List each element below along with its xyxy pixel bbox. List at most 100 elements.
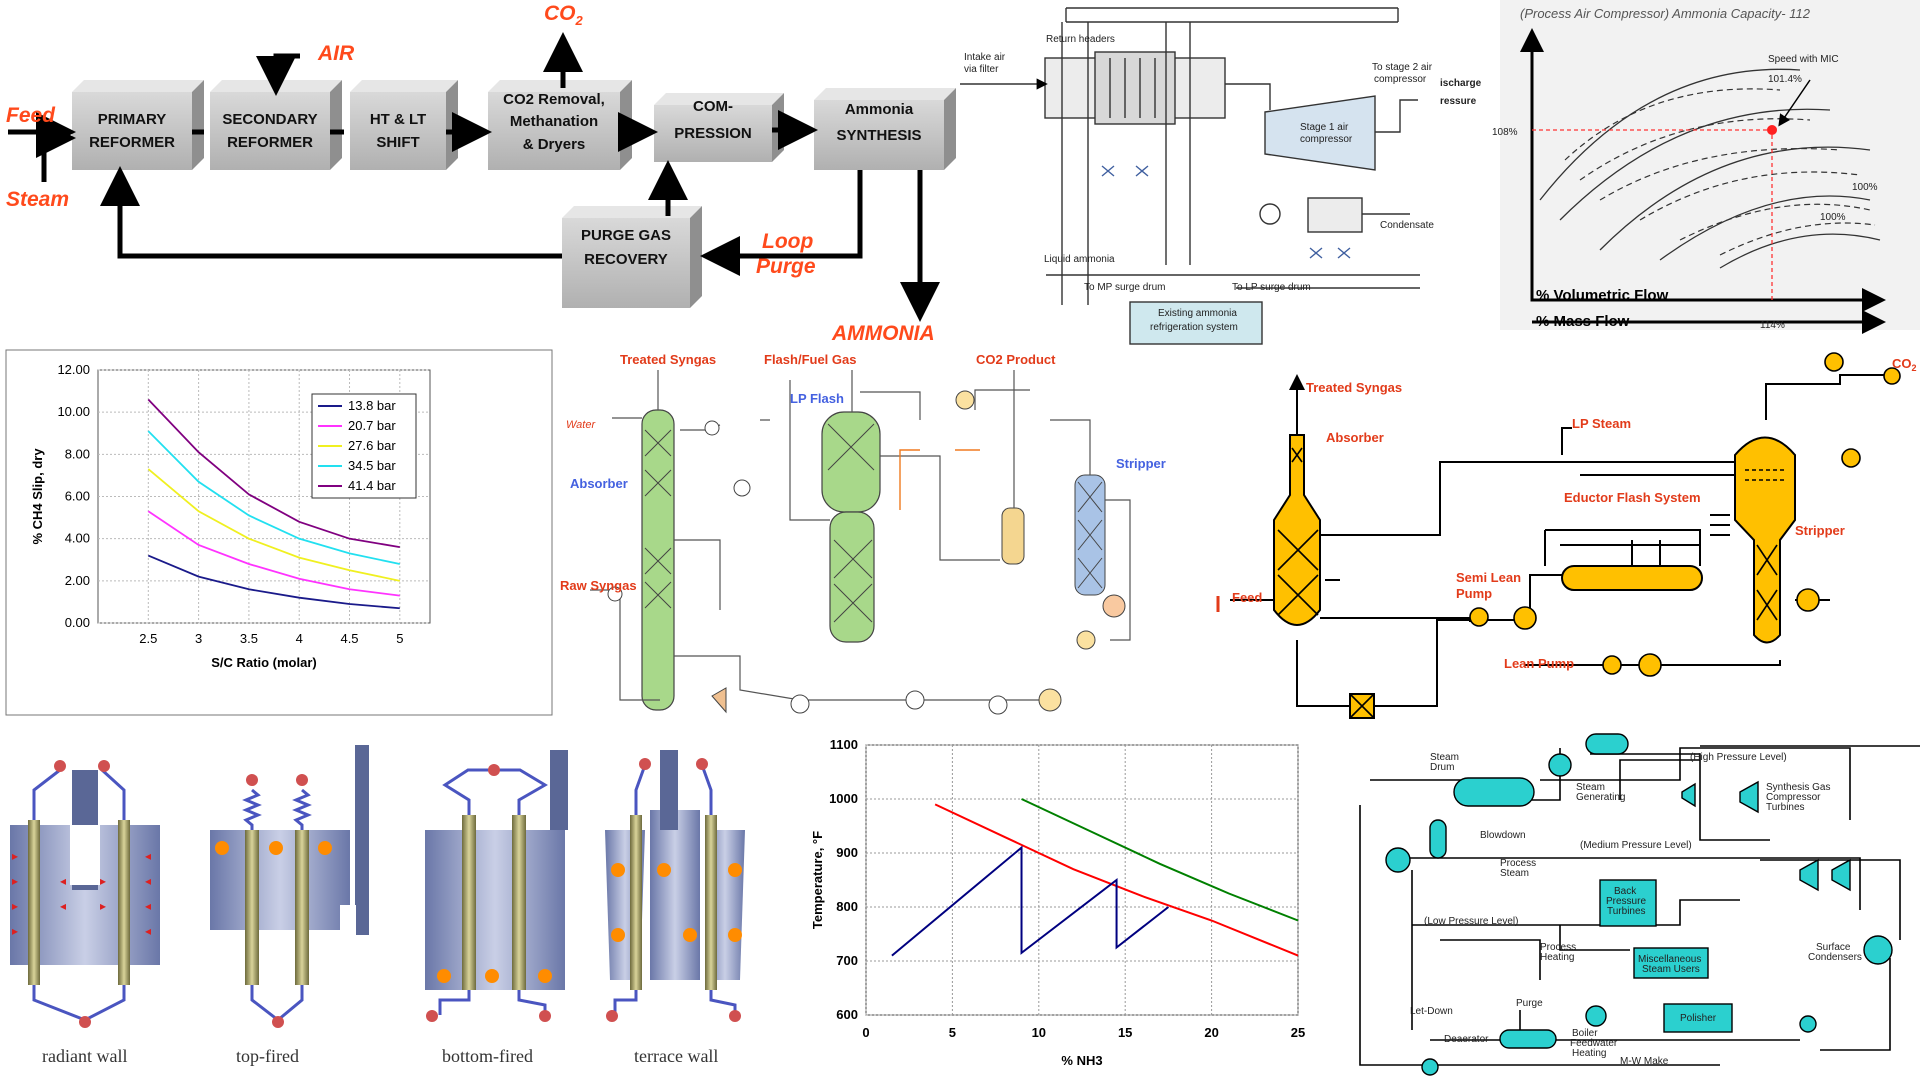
- blowdown-drum: [1429, 819, 1447, 859]
- svg-text:▸: ▸: [100, 874, 106, 888]
- slip-y-tick-label: 2.00: [65, 573, 90, 588]
- ph-label-1: Process: [1540, 942, 1576, 953]
- svg-text:◂: ◂: [145, 899, 151, 913]
- edu-lean-label: Lean Pump: [1504, 656, 1574, 671]
- furnace-bottom-fired: bottom-fired: [425, 750, 568, 1066]
- ammonia-label: AMMONIA: [831, 322, 935, 345]
- map-header: (Process Air Compressor) Ammonia Capacit…: [1520, 6, 1811, 21]
- furnace-terrace-wall: terrace wall: [605, 750, 745, 1066]
- svg-text:◂: ◂: [60, 899, 66, 913]
- temp-x-tick-label: 10: [1032, 1025, 1046, 1040]
- treated-syngas-label: Treated Syngas: [620, 352, 716, 367]
- makeup-label: M-W Make: [1620, 1056, 1669, 1067]
- flash-drum: [1561, 565, 1703, 591]
- absorber-label: Absorber: [570, 476, 628, 491]
- edu-semi-label-1: Semi Lean: [1456, 570, 1521, 585]
- lp-flash-label: LP Flash: [790, 391, 844, 406]
- slip-legend-label: 41.4 bar: [348, 478, 396, 493]
- to-stage2-label-2: compressor: [1374, 74, 1427, 85]
- proc-label-1: Process: [1500, 858, 1536, 869]
- misc-label-2: Steam Users: [1642, 964, 1700, 975]
- svg-text:▸: ▸: [12, 924, 18, 938]
- block-purge-gas-recovery: PURGE GAS RECOVERY: [562, 206, 702, 308]
- slip-series-line: [147, 554, 400, 610]
- absorber-vessel: [1273, 434, 1321, 626]
- block-label: SECONDARY: [222, 111, 317, 128]
- block-compression: COM- PRESSION: [654, 93, 784, 162]
- block-label: REFORMER: [227, 134, 313, 151]
- slip-series-line: [147, 510, 400, 597]
- discharge-label-1: ischarge: [1440, 78, 1482, 89]
- temp-series-line: [891, 845, 1170, 957]
- compressor-map: (Process Air Compressor) Ammonia Capacit…: [1492, 0, 1920, 334]
- compressor-schematic-labels: Return headers Intake air via filter To …: [964, 34, 1482, 333]
- intake-label-2: via filter: [964, 64, 999, 75]
- stripper-label: Stripper: [1116, 456, 1166, 471]
- flow-arrows: [8, 32, 940, 322]
- steam-system-diagram: (High Pressure Level) (Medium Pressure L…: [1359, 733, 1920, 1076]
- svg-text:▸: ▸: [12, 874, 18, 888]
- radiant-label: radiant wall: [42, 1046, 127, 1066]
- top-ellipse: [1585, 733, 1629, 755]
- temp-series-line: [934, 803, 1299, 957]
- block-label: CO2 Removal,: [503, 91, 605, 108]
- slip-y-tick-label: 10.00: [57, 404, 90, 419]
- stage1-label-1: Stage 1 air: [1300, 122, 1349, 133]
- air-label: AIR: [317, 42, 355, 65]
- eductor-flash-flowsheet: Treated Syngas Absorber LP Steam Eductor…: [1216, 352, 1917, 719]
- feed-label: Feed: [6, 104, 56, 127]
- temp-y-axis-label: Temperature, °F: [810, 831, 825, 929]
- map-y-mark: 108%: [1492, 127, 1518, 138]
- absorber-column: [641, 409, 675, 711]
- temp-x-tick-label: 0: [862, 1025, 869, 1040]
- slip-y-tick-label: 4.00: [65, 531, 90, 546]
- drum-label-2: Drum: [1430, 762, 1454, 773]
- slip-x-tick-label: 4: [296, 631, 303, 646]
- slip-series-line: [147, 398, 400, 548]
- edu-eductor-label: Eductor Flash System: [1564, 490, 1701, 505]
- slip-x-tick-label: 3.5: [240, 631, 258, 646]
- temp-y-tick-label: 700: [836, 953, 858, 968]
- gen-label-2: Generating: [1576, 792, 1625, 803]
- hp-label: (High Pressure Level): [1690, 752, 1787, 763]
- stage1-label-2: compressor: [1300, 134, 1353, 145]
- block-label: HT & LT: [370, 111, 426, 128]
- slip-x-tick-label: 5: [396, 631, 403, 646]
- mp-label: (Medium Pressure Level): [1580, 840, 1692, 851]
- bottom-fired-label: bottom-fired: [442, 1046, 533, 1066]
- liquid-ammonia-label: Liquid ammonia: [1044, 254, 1115, 265]
- slip-y-tick-label: 12.00: [57, 362, 90, 377]
- edu-semi-label-2: Pump: [1456, 586, 1492, 601]
- syn-label-3: Turbines: [1766, 802, 1805, 813]
- curve-label-1: 100%: [1852, 182, 1878, 193]
- block-label: & Dryers: [523, 136, 586, 153]
- slip-y-tick-label: 0.00: [65, 615, 90, 630]
- svg-text:▸: ▸: [100, 899, 106, 913]
- stripper-vessel: [1734, 436, 1796, 644]
- reformer-furnaces: ▸▸▸▸ ◂◂◂◂ ◂▸◂▸ radiant wall top-fired: [10, 745, 745, 1066]
- temp-x-tick-label: 5: [949, 1025, 956, 1040]
- edu-absorber-label: Absorber: [1326, 430, 1384, 445]
- bp-label-1: Back: [1614, 886, 1637, 897]
- syn-label-2: Compressor: [1766, 792, 1821, 803]
- temp-x-tick-label: 20: [1204, 1025, 1218, 1040]
- edu-lpsteam-label: LP Steam: [1572, 416, 1631, 431]
- terrace-label: terrace wall: [634, 1046, 718, 1066]
- slip-series-line: [147, 430, 401, 565]
- map-x2-label: % Mass Flow: [1536, 313, 1630, 330]
- block-label: REFORMER: [89, 134, 175, 151]
- block-primary-reformer: PRIMARY REFORMER: [72, 80, 204, 170]
- separator-drum: [1001, 507, 1025, 565]
- slip-legend-label: 27.6 bar: [348, 438, 396, 453]
- purge-label: Purge: [1516, 998, 1543, 1009]
- water-label: Water: [566, 419, 596, 431]
- absorber-stripper-flowsheet: Treated Syngas Flash/Fuel Gas CO2 Produc…: [560, 352, 1166, 715]
- deaerator-label: Deaerator: [1444, 1034, 1489, 1045]
- bfw-label-3: Heating: [1572, 1048, 1606, 1059]
- bfw-label-2: Feedwater: [1570, 1038, 1618, 1049]
- svg-text:▸: ▸: [12, 899, 18, 913]
